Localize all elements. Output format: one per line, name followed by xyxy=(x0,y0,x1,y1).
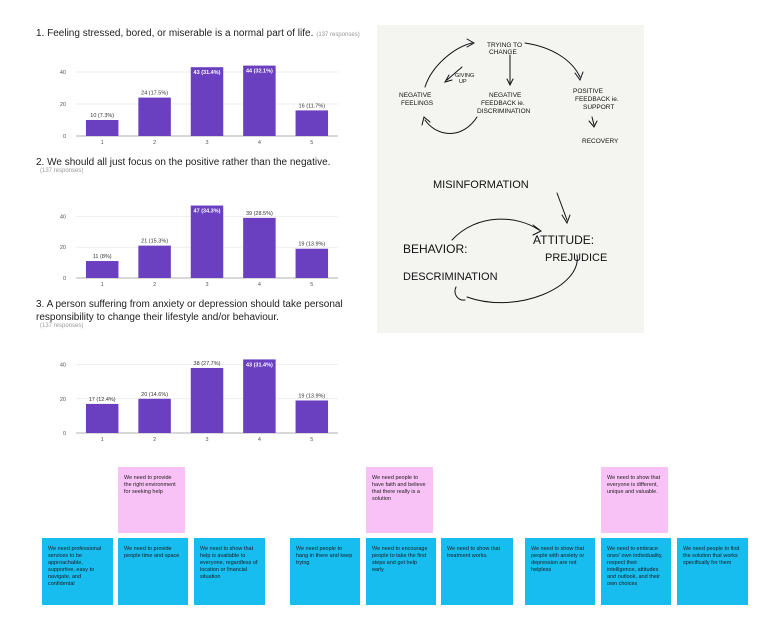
chart-2-ytick-0: 0 xyxy=(63,276,66,282)
blue-note-2: We need to provide people time and space xyxy=(118,538,188,605)
chart-3-label-4: 43 (31.4%) xyxy=(246,362,273,368)
question-1-text: 1. Feeling stressed, bored, or miserable… xyxy=(36,28,314,39)
chart-2: 0 20 40 11 (8%) 1 21 (15.3%) 2 47 (34.3%) 3 39 (2… xyxy=(60,205,338,288)
sketch-recovery: RECOVERY xyxy=(582,138,619,145)
sketch-neg-fb-3: DISCRIMINATION xyxy=(477,108,531,115)
chart-1-xtick-1: 1 xyxy=(101,140,104,146)
chart-3-ytick-0: 0 xyxy=(63,431,66,437)
sketch-descrimination: DESCRIMINATION xyxy=(403,271,498,283)
chart-1-bar-4 xyxy=(243,65,276,136)
chart-1-xtick-5: 5 xyxy=(310,140,313,146)
blue-note-1: We need professional services to be appr… xyxy=(42,538,113,605)
sketch-arrows xyxy=(421,38,598,304)
pink-note-2: We need people to have faith and believe… xyxy=(366,467,433,533)
sketch-prejudice: PREJUDICE xyxy=(545,252,607,264)
sketch-neg-fb-2: FEEDBACK ie. xyxy=(481,100,525,107)
chart-1-label-5: 16 (11.7%) xyxy=(299,103,326,109)
chart-1-bar-1 xyxy=(85,120,119,136)
chart-2-label-3: 47 (34.3%) xyxy=(194,209,221,215)
sketch-misinformation: MISINFORMATION xyxy=(433,179,529,191)
sketch-drawing: TRYING TO CHANGE GIVING UP NEGATIVE FEEL… xyxy=(399,38,619,304)
question-1-responses: (137 responses) xyxy=(316,32,360,38)
chart-3-xtick-3: 3 xyxy=(205,437,208,443)
chart-1-bar-2 xyxy=(138,97,171,136)
sketch-neg-fb-1: NEGATIVE xyxy=(489,92,522,99)
sketch-negative: NEGATIVE xyxy=(399,92,432,99)
chart-1-bar-5 xyxy=(295,110,329,136)
question-3-responses: (137 responses) xyxy=(40,323,84,329)
pink-note-1: We need to provide the right environment… xyxy=(118,467,185,533)
blue-note-6: We need to show that treatment works. xyxy=(441,538,513,605)
chart-3-ytick-20: 20 xyxy=(60,397,66,403)
chart-2-ytick-20: 20 xyxy=(60,245,66,251)
blue-note-3: We need to show that help is available t… xyxy=(194,538,265,605)
sketch-up: UP xyxy=(459,79,467,85)
chart-1: 0 20 40 10 (7.3%) 1 24 (17.5%) 2 43 (31.4%) 3 44 … xyxy=(60,65,338,146)
chart-3-bar-1 xyxy=(85,403,119,433)
chart-2-label-5: 19 (13.9%) xyxy=(298,242,325,248)
chart-3-xtick-5: 5 xyxy=(310,437,313,443)
chart-3-xtick-4: 4 xyxy=(258,437,261,443)
chart-1-ytick-20: 20 xyxy=(60,102,66,108)
sketch-behavior: BEHAVIOR: xyxy=(403,242,467,256)
chart-2-bar-5 xyxy=(295,248,329,278)
chart-3-label-2: 20 (14.6%) xyxy=(141,392,168,398)
sketch-labels: TRYING TO CHANGE GIVING UP NEGATIVE FEEL… xyxy=(399,42,619,283)
chart-3-bar-4 xyxy=(243,359,276,433)
sketch-trying: TRYING TO xyxy=(487,42,522,49)
chart-2-xtick-2: 2 xyxy=(153,282,156,288)
chart-2-xtick-3: 3 xyxy=(205,282,208,288)
chart-3-xtick-1: 1 xyxy=(101,437,104,443)
chart-2-xtick-5: 5 xyxy=(310,282,313,288)
chart-2-bar-1 xyxy=(85,261,119,278)
sketch-feelings: FEELINGS xyxy=(401,100,434,107)
chart-1-label-1: 10 (7.3%) xyxy=(90,113,114,119)
question-1-title: 1. Feeling stressed, bored, or miserable… xyxy=(36,27,360,42)
chart-1-xtick-2: 2 xyxy=(153,140,156,146)
chart-1-bar-3 xyxy=(190,67,224,136)
chart-1-ytick-0: 0 xyxy=(63,134,66,140)
chart-3-bar-2 xyxy=(138,398,171,433)
chart-3-xtick-2: 2 xyxy=(153,437,156,443)
chart-2-label-2: 21 (15.3%) xyxy=(141,239,168,245)
chart-2-xtick-4: 4 xyxy=(258,282,261,288)
hand-drawn-sketch: TRYING TO CHANGE GIVING UP NEGATIVE FEEL… xyxy=(377,25,644,333)
chart-3-label-3: 38 (27.7%) xyxy=(194,361,221,367)
chart-2-bar-2 xyxy=(138,245,171,278)
chart-3-ytick-40: 40 xyxy=(60,363,66,369)
chart-3-label-5: 19 (13.9%) xyxy=(298,393,325,399)
sketch-pos-fb-2: FEEDBACK ie. xyxy=(575,96,619,103)
blue-note-9: We need people to find the solution that… xyxy=(677,538,748,605)
chart-2-bar-4 xyxy=(243,217,276,278)
chart-2-xtick-1: 1 xyxy=(101,282,104,288)
chart-1-xtick-3: 3 xyxy=(205,140,208,146)
pink-note-3: We need to show that everyone is differe… xyxy=(601,467,668,533)
blue-note-4: We need people to hang in there and keep… xyxy=(290,538,360,605)
chart-3-bar-3 xyxy=(190,367,224,433)
chart-1-ytick-40: 40 xyxy=(60,70,66,76)
chart-1-label-4: 44 (32.1%) xyxy=(246,69,273,75)
chart-2-label-4: 39 (28.5%) xyxy=(246,211,273,217)
chart-2-label-1: 11 (8%) xyxy=(93,254,112,260)
sketch-change: CHANGE xyxy=(489,49,517,56)
blue-note-8: We need to embrace ones' own individuali… xyxy=(601,538,671,605)
chart-1-label-2: 24 (17.5%) xyxy=(141,91,168,97)
chart-2-bar-3 xyxy=(190,205,224,278)
blue-note-7: We need to show that people with anxiety… xyxy=(525,538,595,605)
sketch-pos-fb-3: SUPPORT xyxy=(583,104,614,111)
sketch-pos-fb-1: POSITIVE xyxy=(573,88,604,95)
chart-3: 0 20 40 17 (12.4%) 1 20 (14.6%) 2 38 (27.7%) 3 43… xyxy=(60,359,338,443)
chart-1-xtick-4: 4 xyxy=(258,140,261,146)
question-3-title: 3. A person suffering from anxiety or de… xyxy=(36,299,343,323)
question-2-title: 2. We should all just focus on the posit… xyxy=(36,157,331,168)
chart-3-bar-5 xyxy=(295,400,329,433)
blue-note-5: We need to encourage people to take the … xyxy=(366,538,436,605)
sketch-attitude: ATTITUDE: xyxy=(533,233,594,247)
chart-2-ytick-40: 40 xyxy=(60,214,66,220)
question-2-responses: (137 responses) xyxy=(40,168,84,174)
chart-3-label-1: 17 (12.4%) xyxy=(89,397,116,403)
chart-1-label-3: 43 (31.4%) xyxy=(194,70,221,76)
sketch-giving: GIVING xyxy=(455,73,474,79)
